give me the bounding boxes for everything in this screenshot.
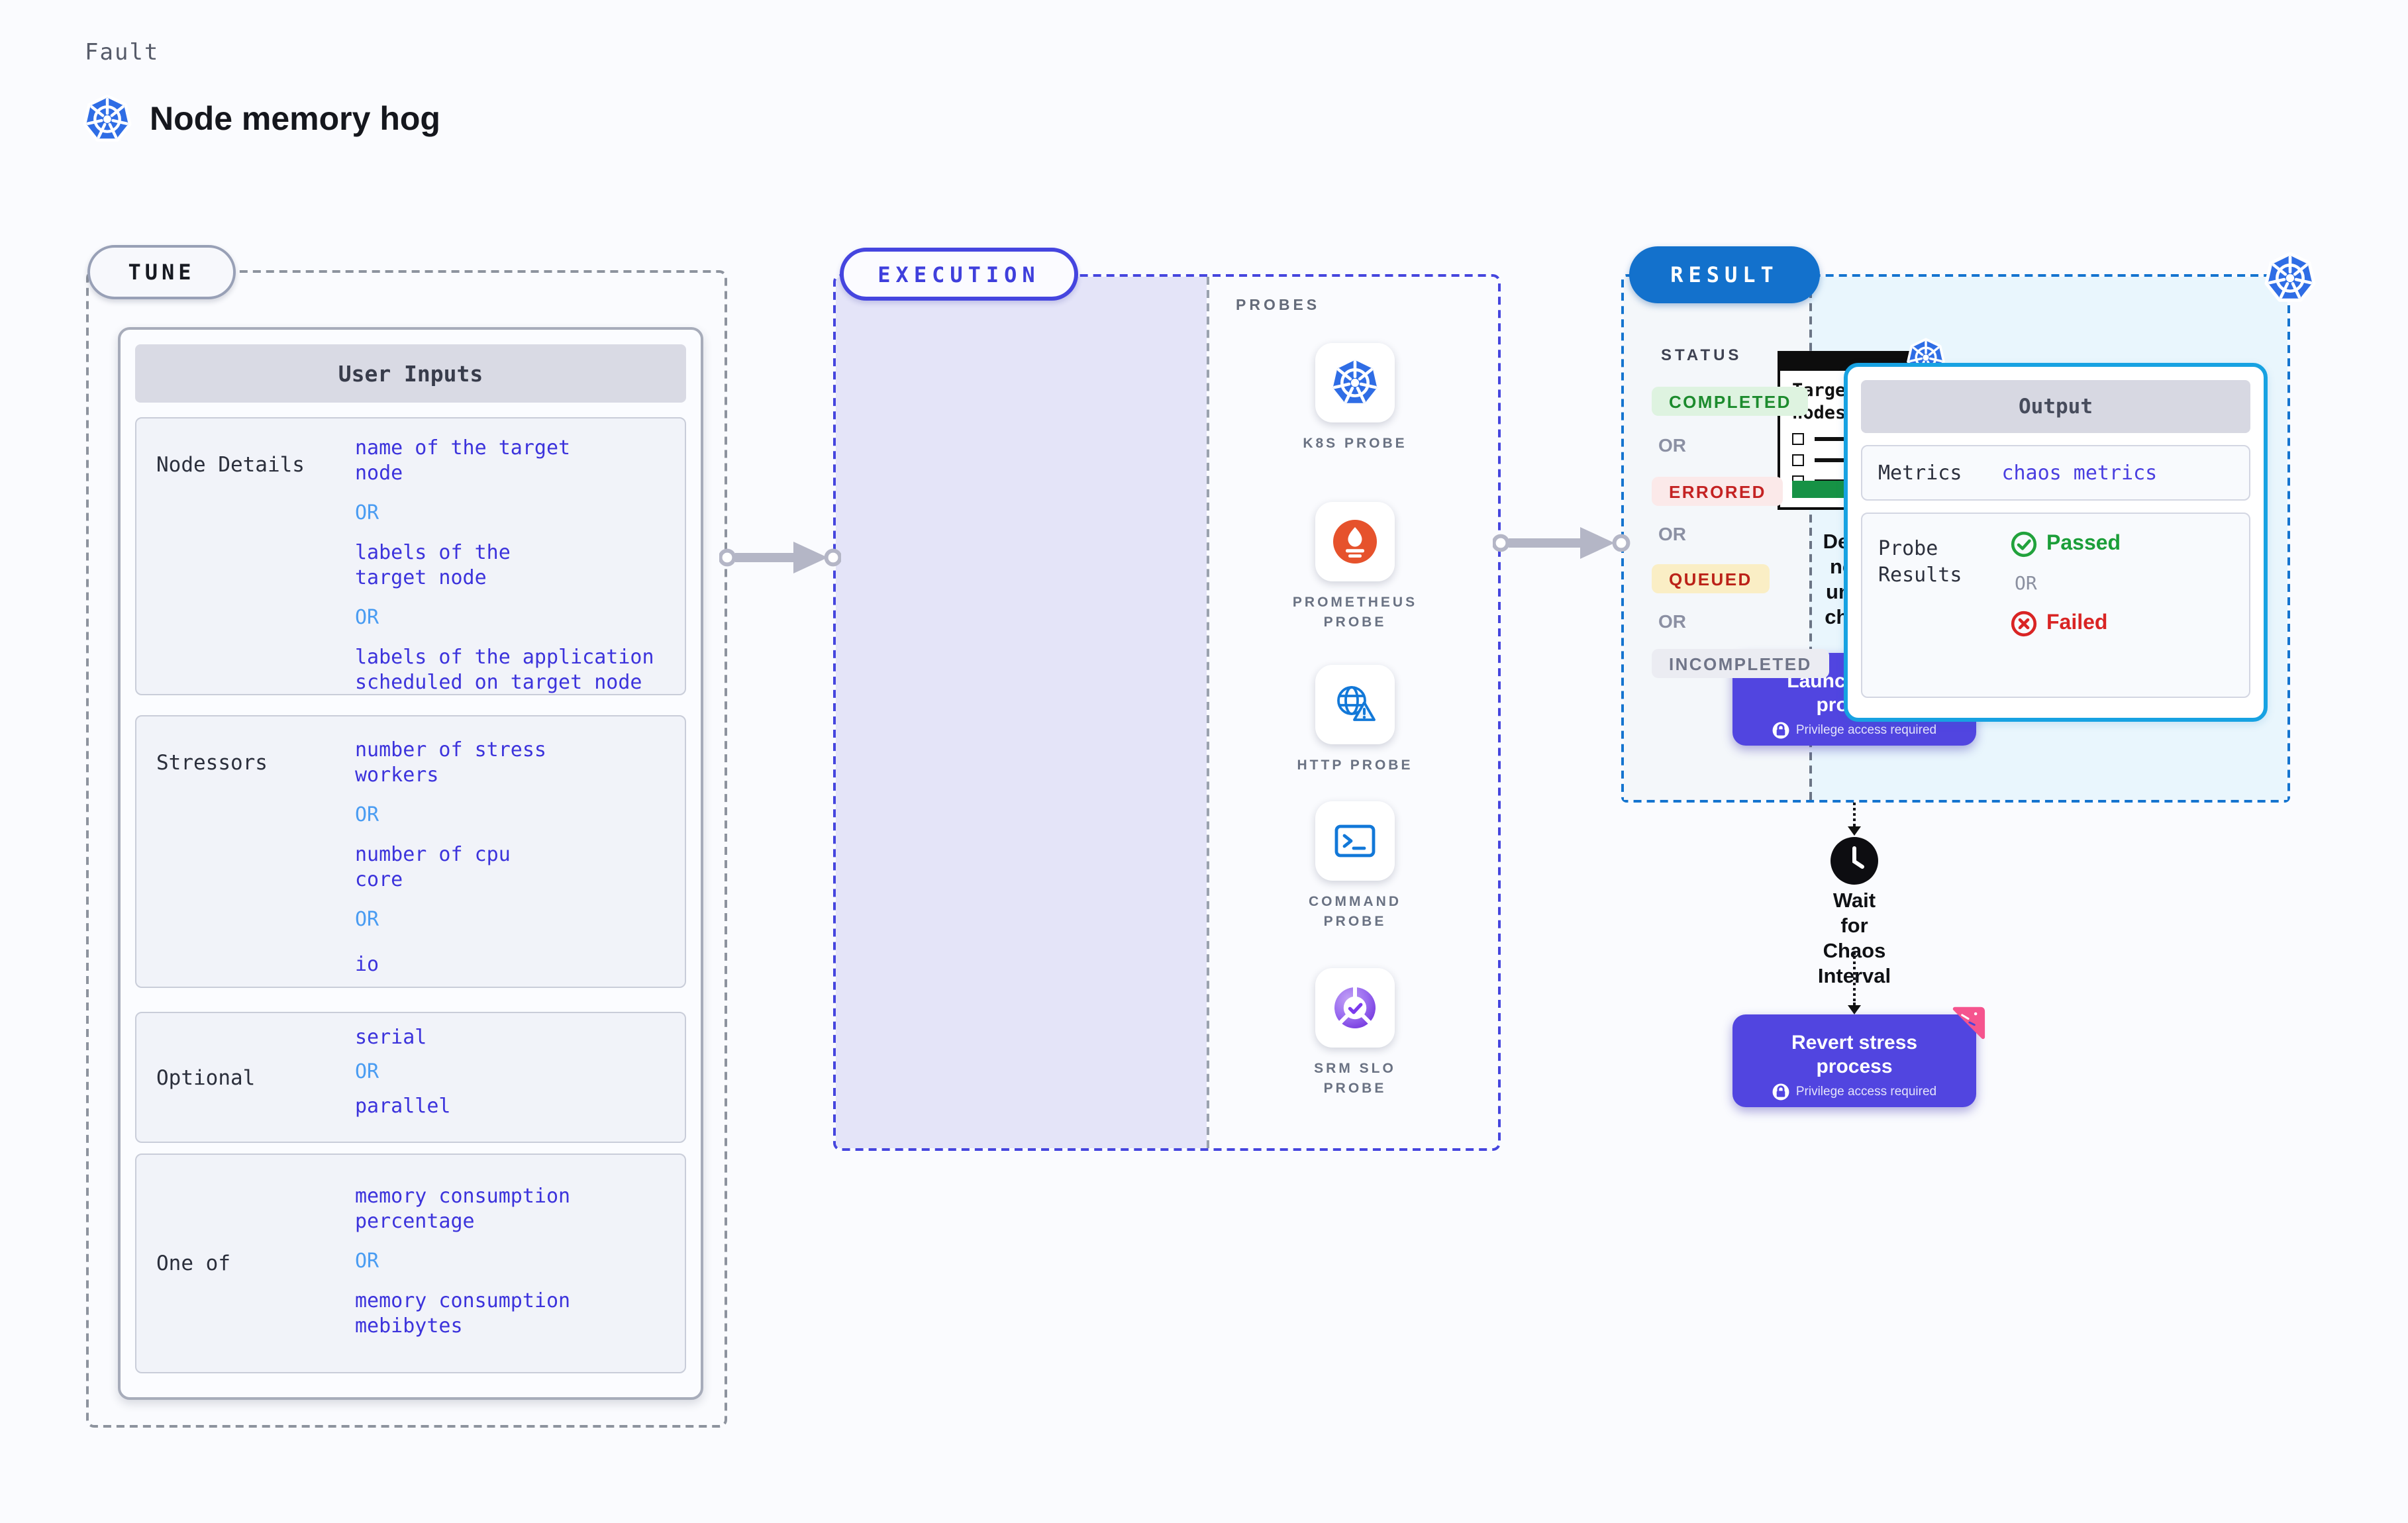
check-circle-icon: [2011, 531, 2037, 558]
probe-item-command: COMMAND PROBE: [1207, 801, 1503, 932]
list-line: [1815, 458, 1860, 462]
result-divider: [1809, 277, 1812, 800]
privilege-note: Privilege access required: [1795, 722, 1937, 737]
status-badge-incompleted: INCOMPLETED: [1652, 649, 1829, 678]
row-optional: Optional serial OR parallel: [135, 1012, 686, 1143]
kubernetes-icon: [2264, 252, 2317, 305]
checkbox-icon: [1792, 433, 1804, 445]
or-label: OR: [355, 803, 379, 826]
execution-badge: EXECUTION: [840, 248, 1078, 301]
revert-stress-label: Revert stress process: [1791, 1031, 1918, 1077]
probe-name: COMMAND PROBE: [1309, 894, 1401, 930]
prometheus-icon: [1333, 520, 1377, 564]
execution-to-result-arrow: [1493, 527, 1630, 559]
execution-left-pane: [836, 277, 1207, 1148]
list-line: [1815, 437, 1862, 441]
revert-stress-button[interactable]: Revert stress process Privilege access r…: [1732, 1007, 1985, 1107]
slo-donut-check-icon: [1334, 986, 1376, 1028]
fault-kicker: Fault: [85, 40, 160, 66]
flow-connector: [1847, 952, 1860, 1014]
input-value: name of the target node: [355, 436, 571, 485]
input-value: number of stress workers: [355, 738, 546, 787]
kubernetes-icon: [1329, 356, 1381, 409]
probe-card: [1315, 343, 1395, 422]
probe-card: [1315, 801, 1395, 881]
or-label: OR: [355, 501, 379, 524]
result-section-box: STATUS COMPLETED OR ERRORED OR QUEUED OR…: [1621, 274, 2290, 803]
or-label: OR: [2015, 573, 2037, 595]
input-value: parallel: [355, 1094, 451, 1118]
probe-card: [1315, 665, 1395, 744]
row-label: Optional: [156, 1065, 256, 1089]
row-stressors: Stressors number of stress workers OR nu…: [135, 715, 686, 988]
probe-name: PROMETHEUS PROBE: [1292, 595, 1418, 630]
execution-probes-divider: [1207, 277, 1209, 1148]
row-label: Stressors: [156, 751, 268, 775]
tune-to-execution-arrow: [719, 542, 841, 573]
row-label: Node Details: [156, 453, 305, 477]
output-card: Output Metrics chaos metrics Probe Resul…: [1844, 363, 2268, 722]
wait-interval-label: Wait for Chaos Interval: [1817, 890, 1891, 988]
tune-section-box: [86, 270, 727, 1428]
row-one-of: One of memory consumption percentage OR …: [135, 1154, 686, 1373]
probe-card: [1315, 502, 1395, 581]
status-badge-errored: ERRORED: [1652, 477, 1783, 506]
x-circle-icon: [2011, 611, 2037, 637]
probe-name: K8S PROBE: [1303, 436, 1407, 452]
probe-name: SRM SLO PROBE: [1314, 1061, 1396, 1097]
globe-warning-icon: [1337, 686, 1376, 721]
input-value: labels of the target node: [355, 540, 511, 589]
probes-label: PROBES: [1236, 298, 1321, 314]
metrics-row: Metrics chaos metrics: [1861, 445, 2250, 501]
input-value: io: [355, 952, 379, 976]
probe-results-label: Probe Results: [1878, 536, 1962, 587]
metrics-value: chaos metrics: [2001, 461, 2158, 485]
privilege-note: Privilege access required: [1795, 1084, 1937, 1099]
metrics-label: Metrics: [1878, 461, 1962, 485]
row-label: One of: [156, 1252, 230, 1275]
or-label: OR: [1658, 523, 1686, 544]
input-value: memory consumption percentage: [355, 1184, 571, 1233]
probe-card: [1315, 968, 1395, 1048]
or-label: OR: [355, 1059, 379, 1083]
user-inputs-header: User Inputs: [135, 344, 686, 403]
probe-item-srm-slo: SRM SLO PROBE: [1207, 968, 1503, 1099]
clock-icon: [1831, 837, 1878, 885]
input-value: number of cpu core: [355, 842, 511, 891]
or-label: OR: [1658, 434, 1686, 456]
input-value: labels of the application scheduled on t…: [355, 645, 654, 694]
probe-item-prometheus: PROMETHEUS PROBE: [1207, 502, 1503, 633]
lock-icon: [1772, 1083, 1789, 1100]
chaos-flag-icon: [1952, 1007, 1985, 1040]
or-label: OR: [355, 1249, 379, 1273]
probe-item-http: HTTP PROBE: [1207, 665, 1503, 776]
input-value: serial: [355, 1025, 427, 1049]
terminal-icon: [1334, 824, 1376, 858]
probe-name: HTTP PROBE: [1297, 758, 1413, 773]
passed-label: Passed: [2046, 532, 2121, 555]
page-title: Node memory hog: [150, 101, 440, 138]
status-label: STATUS: [1661, 346, 1742, 364]
result-badge: RESULT: [1629, 246, 1820, 303]
output-header: Output: [1861, 380, 2250, 433]
lock-icon: [1772, 721, 1789, 738]
tune-badge: TUNE: [87, 245, 236, 299]
probe-results-row: Probe Results Passed OR: [1861, 513, 2250, 698]
probe-item-k8s: K8S PROBE: [1207, 343, 1503, 454]
status-badge-queued: QUEUED: [1652, 564, 1770, 593]
input-value: memory consumption mebibytes: [355, 1289, 571, 1338]
kubernetes-icon: [82, 94, 132, 144]
or-label: OR: [1658, 611, 1686, 632]
status-badge-completed: COMPLETED: [1652, 387, 1809, 416]
execution-section-box: Target nodes Derive node under chaos Lau…: [833, 274, 1985, 1151]
progress-bar: [1792, 481, 1845, 498]
or-label: OR: [355, 605, 379, 629]
row-node-details: Node Details name of the target node OR …: [135, 417, 686, 695]
failed-label: Failed: [2046, 612, 2108, 634]
user-inputs-card: User Inputs Node Details name of the tar…: [118, 327, 703, 1400]
checkbox-icon: [1792, 454, 1804, 466]
or-label: OR: [355, 907, 379, 931]
